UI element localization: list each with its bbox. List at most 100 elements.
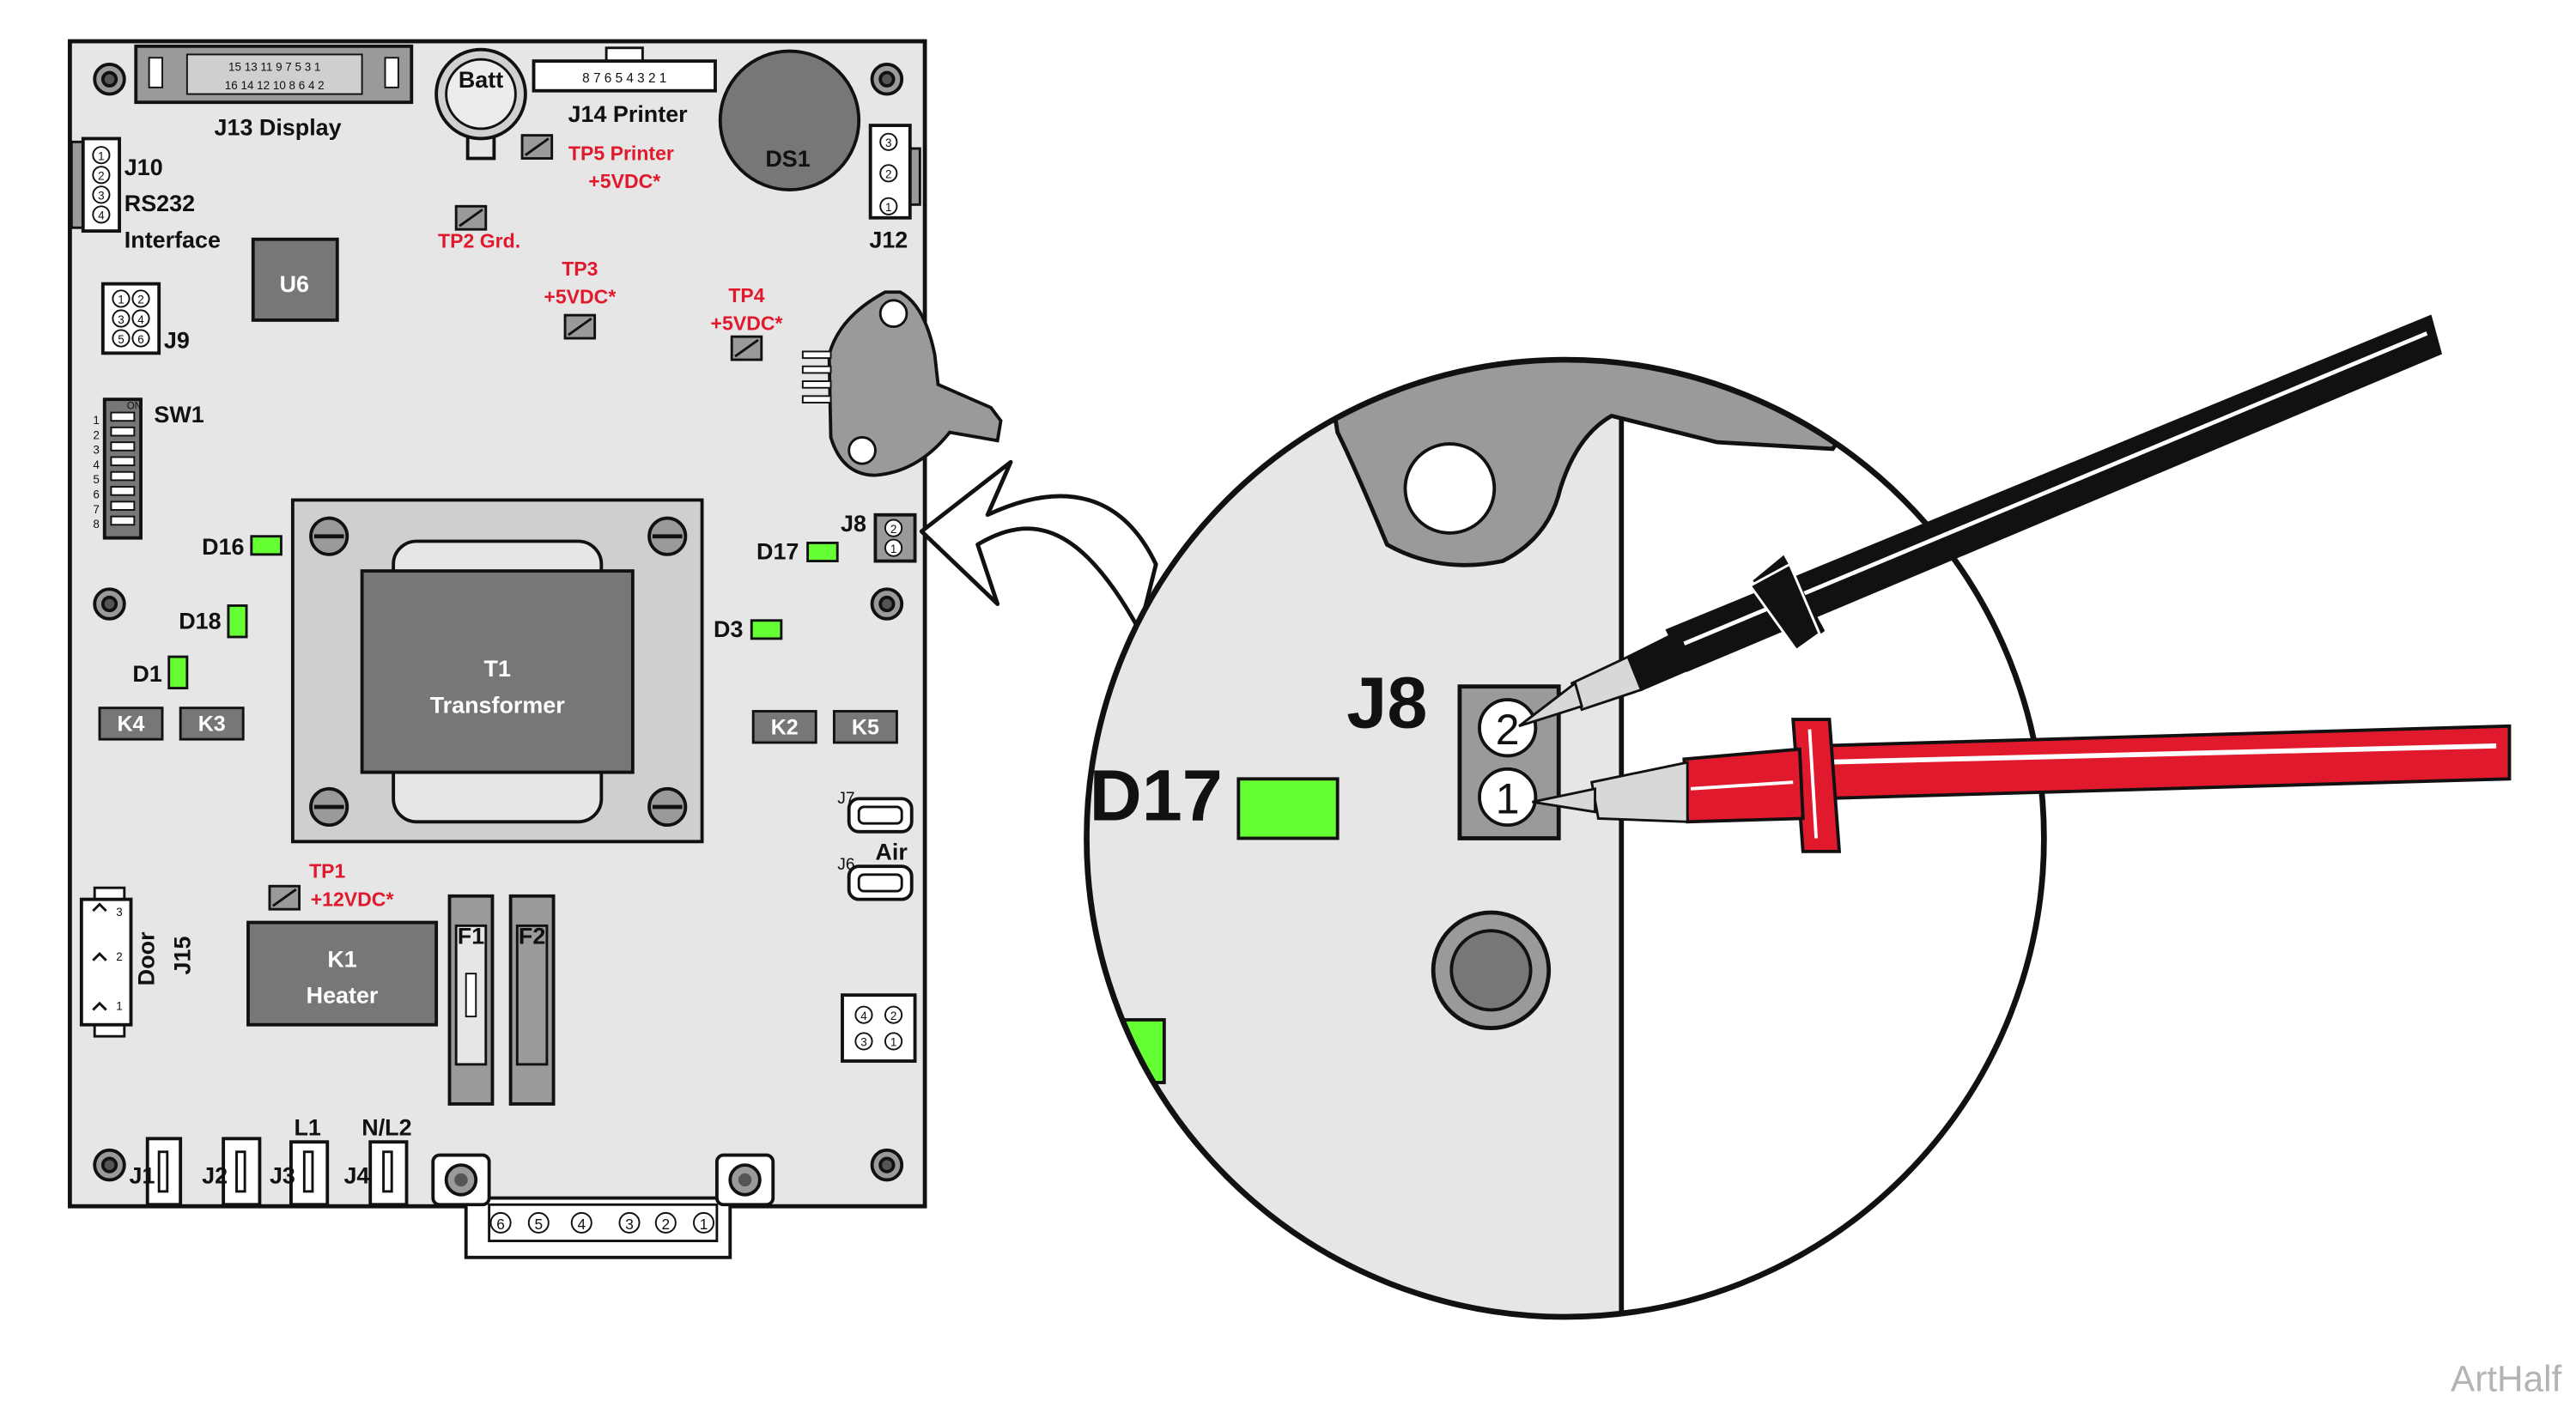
j14-label: J14 Printer: [568, 101, 689, 127]
f2-label: F2: [519, 924, 545, 949]
tp1-test-point: [268, 884, 301, 911]
svg-text:5: 5: [118, 333, 124, 346]
k2-label: K2: [771, 715, 799, 739]
tp2-test-point: [454, 204, 488, 231]
j10-rs232-connector: 1 2 3 4: [70, 136, 121, 234]
d3-led: [750, 619, 783, 640]
callout-arrow: [919, 459, 1158, 633]
svg-text:6: 6: [93, 488, 99, 501]
j1-terminal: [145, 1137, 183, 1207]
j4-terminal: [368, 1140, 409, 1207]
j15-label: J15: [170, 937, 196, 975]
svg-text:5: 5: [534, 1216, 543, 1233]
rs232-label: RS232: [125, 191, 195, 216]
svg-text:3: 3: [885, 136, 891, 149]
j9-connector: 1 2 3 4 5 6: [100, 282, 161, 355]
j2-terminal: [222, 1137, 262, 1207]
j3-terminal: [289, 1140, 330, 1207]
svg-text:3: 3: [93, 444, 99, 457]
j14-pins: 8 7 6 5 4 3 2 1: [582, 71, 666, 86]
svg-text:4: 4: [93, 458, 100, 471]
f2-fuse: [508, 894, 556, 1106]
svg-text:2: 2: [890, 1010, 896, 1022]
svg-text:1: 1: [885, 201, 891, 214]
svg-text:2: 2: [885, 168, 891, 181]
svg-text:3: 3: [118, 313, 124, 326]
j13-pins-bottom: 16 14 12 10 8 6 4 2: [225, 79, 325, 92]
interface-label: Interface: [125, 227, 221, 252]
j7-connector: [847, 797, 914, 834]
sw1-dip-switch: ON 1 2 3 4 5 6 7 8: [93, 397, 143, 540]
zoom-circle-outline: [1084, 356, 2047, 1320]
d17-led: [806, 541, 839, 563]
zoom-j8-label: J8: [1346, 662, 1427, 743]
j3-label: J3: [270, 1162, 295, 1188]
watermark: ArtHalf: [2451, 1358, 2561, 1398]
svg-text:4: 4: [98, 209, 105, 222]
tp4-test-point: [730, 335, 763, 361]
voltage-regulator: [801, 290, 1003, 477]
tp1-label: TP1: [309, 860, 345, 882]
svg-text:2: 2: [137, 294, 143, 306]
svg-text:2: 2: [93, 428, 99, 441]
l1-label: L1: [294, 1115, 320, 1141]
j13-label: J13 Display: [215, 115, 342, 141]
mounting-holes: [93, 63, 904, 1182]
zoom-d17-label: D17: [1090, 754, 1223, 835]
svg-text:1: 1: [98, 149, 104, 162]
tp4-label: TP4: [728, 284, 764, 306]
circuit-board: 15 13 11 9 7 5 3 1 16 14 12 10 8 6 4 2 J…: [67, 39, 1003, 1259]
zoom-pin2-label: 2: [1496, 706, 1520, 754]
svg-text:2: 2: [116, 950, 122, 963]
sw1-label: SW1: [154, 402, 204, 428]
zoom-callout: D17 2 1 J8: [919, 314, 2512, 1320]
tp3-test-point: [563, 313, 597, 340]
quad-connector: 4 2 3 1: [841, 993, 917, 1063]
d1-led: [167, 655, 189, 690]
svg-text:2: 2: [98, 170, 104, 183]
j13-display-connector: 15 13 11 9 7 5 3 1 16 14 12 10 8 6 4 2: [134, 44, 414, 105]
svg-text:1: 1: [118, 294, 124, 306]
j6-label: J6: [837, 856, 854, 874]
j10-label: J10: [125, 155, 163, 180]
svg-text:8: 8: [93, 518, 99, 531]
j12-label: J12: [869, 227, 908, 252]
svg-text:4: 4: [860, 1010, 867, 1022]
svg-text:1: 1: [700, 1216, 708, 1233]
door-label: Door: [133, 931, 159, 986]
zoom-pin1-label: 1: [1496, 775, 1520, 823]
tp1-voltage: +12VDC*: [311, 888, 394, 910]
svg-text:6: 6: [496, 1216, 505, 1233]
sw1-on-label: ON: [127, 402, 142, 412]
svg-text:6: 6: [137, 333, 143, 346]
d18-label: D18: [179, 608, 221, 634]
red-probe: [1532, 718, 2512, 853]
j7-label: J7: [837, 790, 854, 808]
d17-label: D17: [756, 539, 799, 565]
j6-connector: [847, 864, 914, 901]
tp3-label: TP3: [562, 258, 598, 280]
k1-heater-relay: [246, 920, 439, 1027]
zoom-d17-led: [1236, 777, 1340, 840]
j13-pins-top: 15 13 11 9 7 5 3 1: [228, 61, 320, 74]
j9-label: J9: [164, 328, 190, 354]
tp3-voltage: +5VDC*: [544, 286, 616, 308]
svg-text:3: 3: [116, 906, 122, 919]
j15-door-connector: 3 2 1: [79, 886, 133, 1038]
tp5-label: TP5 Printer: [568, 142, 674, 164]
svg-text:5: 5: [93, 473, 99, 486]
svg-text:4: 4: [577, 1216, 586, 1233]
j14-printer-connector: 8 7 6 5 4 3 2 1: [532, 46, 717, 93]
k5-label: K5: [852, 715, 879, 739]
battery: [434, 47, 527, 161]
air-label: Air: [875, 839, 908, 864]
svg-text:2: 2: [661, 1216, 670, 1233]
j4-label: J4: [343, 1162, 369, 1188]
nl2-label: N/L2: [361, 1115, 411, 1141]
svg-text:1: 1: [890, 1036, 896, 1049]
d16-led: [250, 535, 283, 556]
u6-chip: [251, 237, 339, 322]
d3-label: D3: [714, 616, 743, 642]
t1-label: T1: [484, 656, 511, 682]
f1-fuse: [447, 894, 495, 1106]
